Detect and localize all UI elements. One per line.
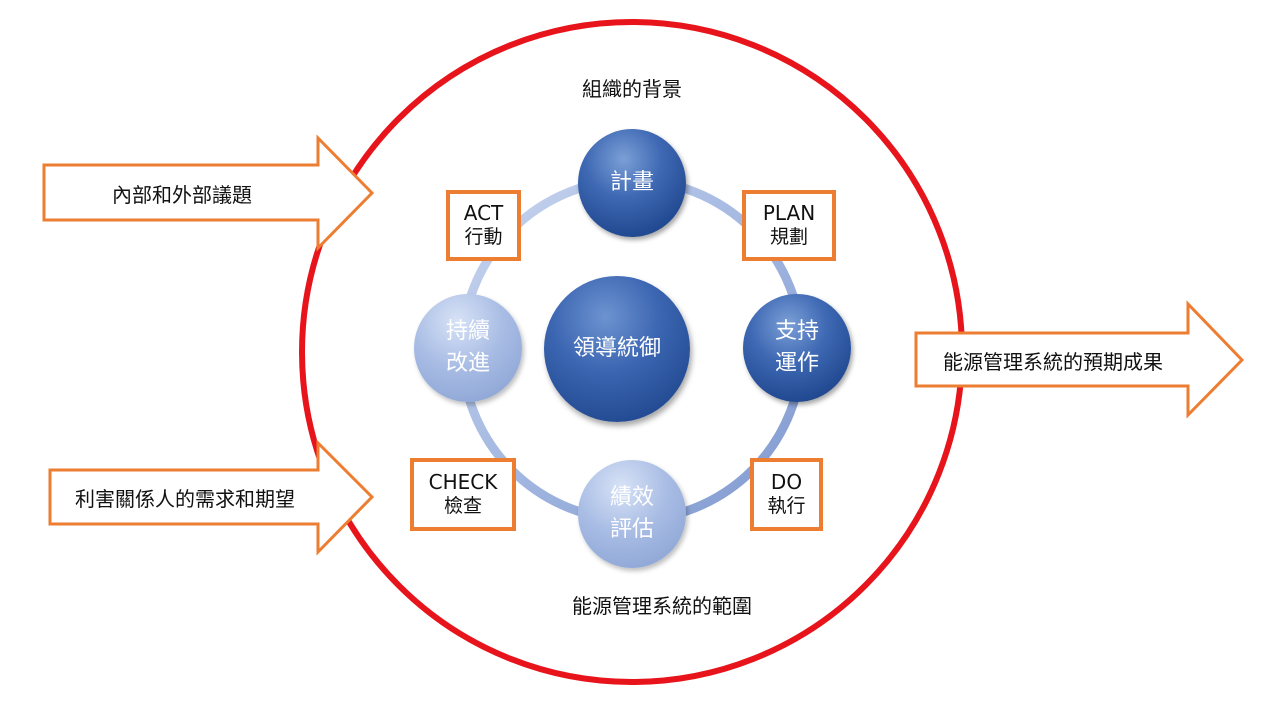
evaluation-node-line2: 評估 (609, 517, 654, 542)
pdca-plan-code: PLAN (762, 201, 816, 226)
output-arrow (914, 300, 1245, 419)
pdca-check-label: 檢查 (443, 495, 482, 518)
pdca-plan-label: 規劃 (769, 226, 808, 249)
support-operation-node: 支持 運作 (743, 294, 851, 402)
pdca-check-box: CHECK 檢查 (410, 458, 516, 531)
input-issues-label: 內部和外部議題 (112, 182, 252, 207)
plan-node-label: 計畫 (609, 170, 654, 196)
pdca-act-box: ACT 行動 (446, 190, 521, 261)
pdca-plan-box: PLAN 規劃 (742, 190, 836, 261)
pdca-do-box: DO 執行 (750, 458, 823, 531)
leadership-label: 領導統御 (572, 336, 661, 362)
input-stakeholders-label: 利害關係人的需求和期望 (75, 487, 295, 511)
input-arrow-issues (42, 134, 375, 252)
pdca-act-code: ACT (463, 201, 504, 226)
pdca-check-code: CHECK (428, 470, 498, 495)
evaluation-node-line1: 績效 (609, 485, 654, 511)
context-top-label: 組織的背景 (582, 77, 682, 101)
pdca-do-label: 執行 (767, 495, 806, 518)
pdca-act-label: 行動 (464, 226, 503, 249)
context-bottom-label: 能源管理系統的範圍 (572, 594, 752, 618)
performance-evaluation-node: 績效 評估 (578, 460, 686, 568)
support-node-line1: 支持 (774, 319, 819, 345)
improvement-node-line1: 持續 (445, 319, 490, 345)
continual-improvement-node: 持續 改進 (414, 294, 522, 402)
leadership-node: 領導統御 (544, 276, 690, 422)
output-results-label: 能源管理系統的預期成果 (943, 349, 1163, 374)
support-node-line2: 運作 (774, 351, 819, 376)
plan-node: 計畫 (578, 129, 686, 237)
pdca-do-code: DO (770, 470, 803, 495)
improvement-node-line2: 改進 (445, 351, 490, 376)
input-arrow-stakeholders (48, 439, 375, 556)
